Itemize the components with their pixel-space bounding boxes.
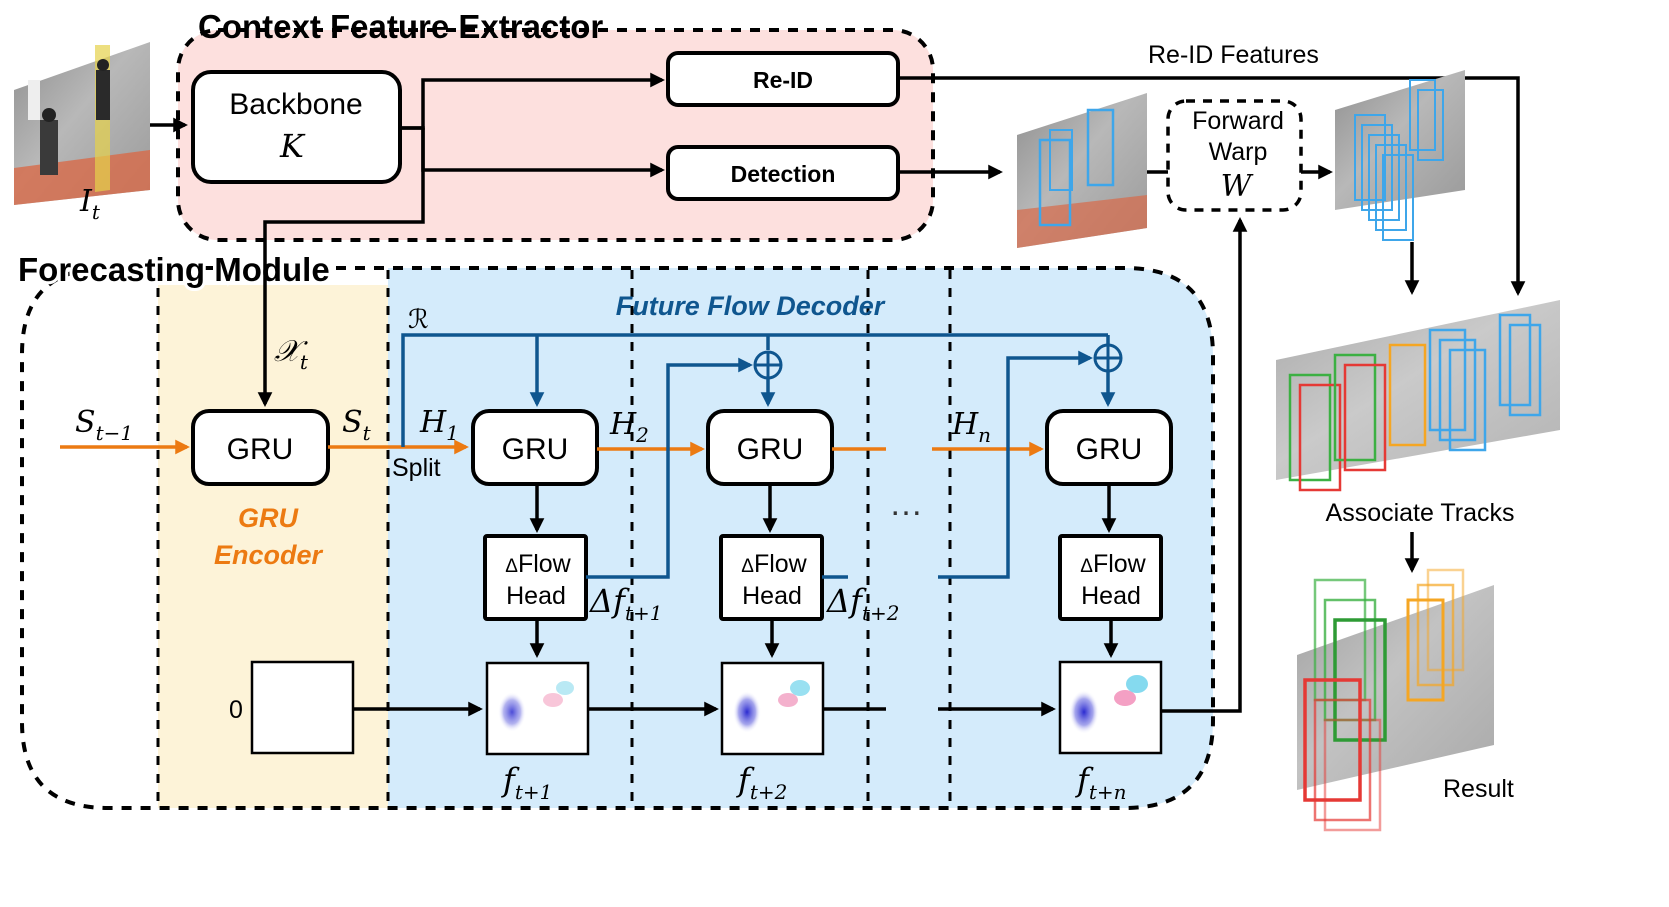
warped-frames-image [1335, 70, 1465, 241]
encoder-gru-label: GRU [227, 433, 294, 466]
associate-tracks-image [1276, 300, 1560, 492]
flow-head-n-line1: ΔFlow [1080, 550, 1146, 578]
warp-symbol: W [1221, 169, 1254, 204]
flow-head-2-line1: ΔFlow [741, 550, 807, 578]
ellipsis: … [889, 485, 923, 523]
xt-label: 𝒳t [274, 334, 309, 374]
decoder-title: Future Flow Decoder [616, 291, 886, 321]
forecasting-title: Forecasting Module [18, 251, 330, 288]
forward-warp-box [1166, 99, 1303, 212]
forecasting-region-outline [20, 266, 1215, 810]
input-label: It [79, 184, 101, 224]
sum-node-2 [753, 350, 783, 380]
sum-node-n [1093, 343, 1123, 373]
result-image [1297, 568, 1494, 832]
warp-line1: Forward [1192, 107, 1284, 135]
flow-to-warp-arrow [1161, 217, 1248, 713]
decoder-gru-1-label: GRU [502, 433, 569, 466]
decoder-gru-2-label: GRU [737, 433, 804, 466]
encoder-line1: GRU [238, 503, 300, 533]
split-label: Split [392, 454, 441, 482]
backbone-to-forecast-line [263, 126, 425, 245]
h2-label: H2 [609, 407, 649, 447]
result-label: Result [1443, 775, 1514, 803]
flow-map-2 [720, 661, 825, 756]
flow-map-1 [485, 661, 590, 756]
flow-head-2-line2: Head [742, 582, 802, 610]
flow-map-n [1058, 660, 1163, 755]
r-label: ℛ [408, 304, 429, 334]
backbone-label: Backbone [229, 88, 362, 121]
reid-features-label: Re-ID Features [1148, 41, 1319, 69]
encoder-line2: Encoder [214, 540, 324, 570]
input-frame-image [14, 42, 150, 205]
zero-label: 0 [229, 696, 243, 724]
warp-line2: Warp [1209, 138, 1268, 166]
flow-head-n-line2: Head [1081, 582, 1141, 610]
s-cur-label: St [342, 405, 372, 445]
decoder-gru-n-label: GRU [1076, 433, 1143, 466]
h1-label: H1 [419, 405, 459, 445]
residual-line [401, 333, 1108, 447]
reid-label: Re-ID [753, 67, 813, 93]
delta-f2-feedback-arrow [938, 350, 1093, 579]
flow-head-1-line2: Head [506, 582, 566, 610]
delta-f2-label: Δft+2 [825, 582, 899, 625]
zero-flow-box [250, 660, 355, 755]
delta-f1-label: Δft+1 [588, 582, 662, 625]
associate-label: Associate Tracks [1326, 499, 1515, 527]
context-title: Context Feature Extractor [198, 8, 603, 45]
backbone-symbol: K [279, 127, 306, 165]
hn-label: Hn [951, 407, 991, 447]
detection-label: Detection [731, 161, 836, 187]
detection-frame-image [1017, 93, 1147, 248]
s-prev-label: St−1 [75, 405, 133, 445]
flow-head-1-line1: ΔFlow [505, 550, 571, 578]
reid-features-arrow [898, 76, 1526, 296]
delta-f1-feedback-arrow [586, 357, 753, 579]
